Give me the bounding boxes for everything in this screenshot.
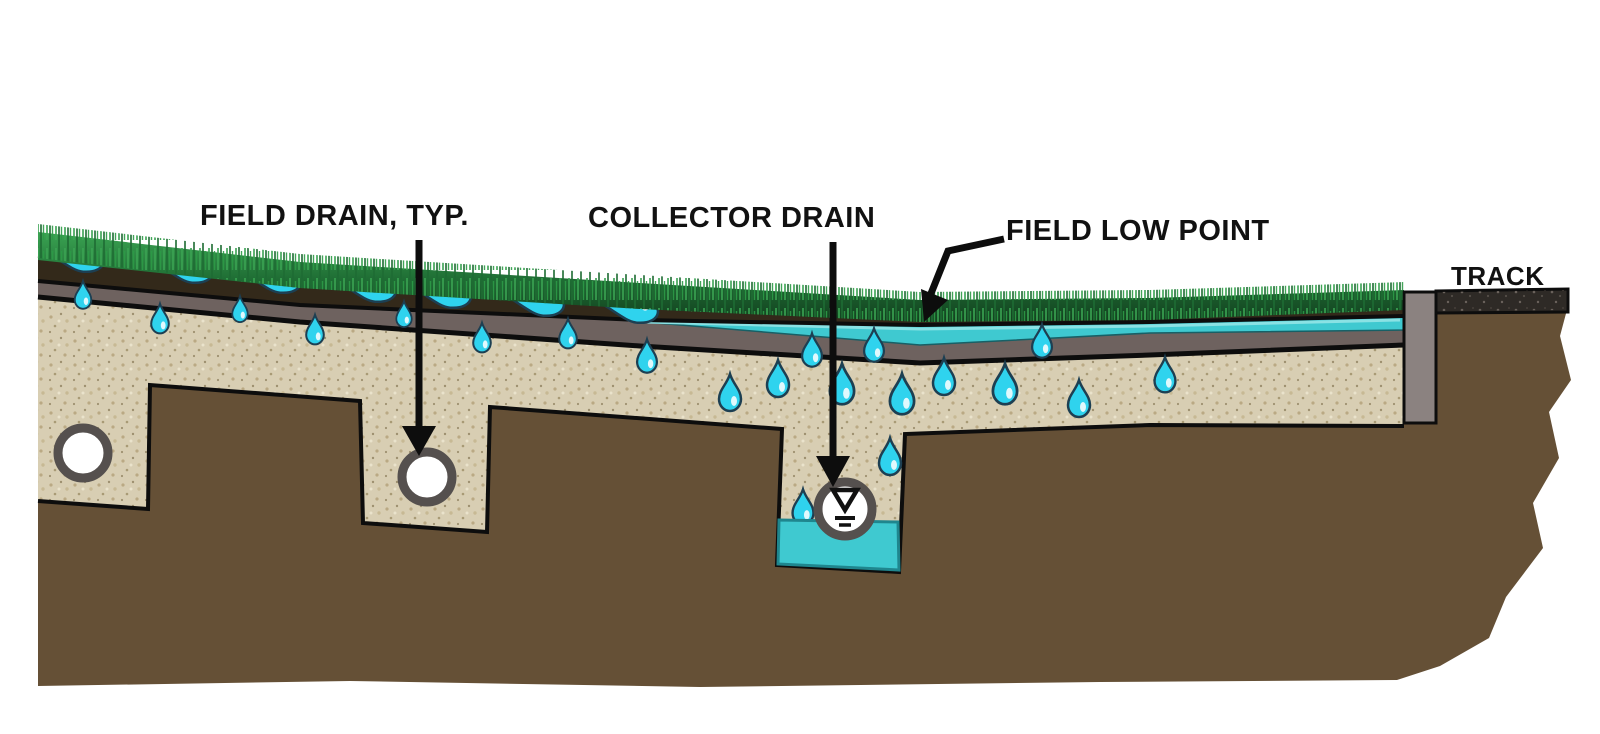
water-drop-icon (1153, 353, 1177, 394)
water-drop-icon (150, 300, 170, 335)
water-drop-icon (635, 335, 659, 374)
topsoil-bottom-line (37, 279, 1405, 328)
grass-layer (38, 224, 1404, 322)
water-drop-icon (1066, 375, 1092, 419)
water-drop-icon (558, 315, 578, 350)
water-drop-icon (231, 293, 249, 323)
field-drain-arrow (402, 240, 436, 456)
infiltrating-water-drops (73, 277, 1177, 526)
water-drop-icon (1030, 320, 1054, 359)
field-low-point-label: FIELD LOW POINT (1006, 215, 1270, 247)
water-drop-icon (991, 358, 1019, 406)
track-surface (1434, 287, 1570, 315)
collector-drain-arrow (816, 242, 850, 487)
water-drop-icon (862, 324, 886, 363)
collector-drain-label: COLLECTOR DRAIN (588, 202, 876, 234)
water-drop-icon (472, 319, 492, 354)
sand-layer (37, 297, 1405, 575)
water-level-symbol (829, 487, 861, 527)
water-drop-icon (800, 329, 824, 368)
water-drop-icon (73, 277, 93, 310)
water-drop-icon (877, 433, 903, 477)
water-drop-icon (765, 355, 791, 399)
field-drain-pipe-2 (397, 447, 457, 507)
field-low-point-leader (921, 235, 1005, 322)
track-label: TRACK (1451, 261, 1545, 291)
water-drop-icon (888, 368, 916, 416)
track-curb (1402, 290, 1438, 425)
water-drop-icon (717, 369, 743, 413)
drain-pipes (53, 423, 877, 541)
water-drop-icon (395, 298, 413, 328)
water-drop-icon (305, 311, 325, 346)
trench-outline (37, 382, 1405, 575)
gravel-bottom-line (37, 294, 1405, 366)
field-drain-pipe-1 (53, 423, 113, 483)
water-drop-icon (931, 353, 957, 397)
field-drain-label: FIELD DRAIN, TYP. (200, 200, 469, 232)
